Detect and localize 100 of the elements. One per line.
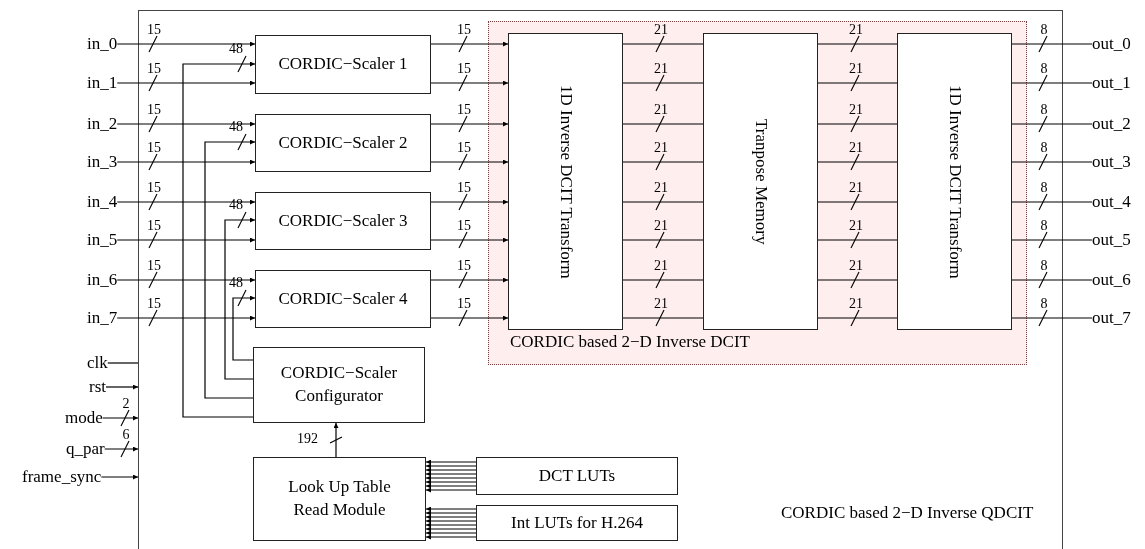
arrow bbox=[430, 237, 509, 243]
bus-width-label: 2 bbox=[122, 397, 130, 411]
signal-label: mode bbox=[65, 408, 103, 428]
bus-width-label: 15 bbox=[457, 103, 471, 117]
arrow bbox=[116, 121, 256, 127]
arrow bbox=[425, 518, 477, 524]
bus-line bbox=[817, 43, 898, 45]
bus-line bbox=[1011, 239, 1093, 241]
arrow bbox=[430, 80, 509, 86]
module-box: CORDIC−Scaler 2 bbox=[255, 114, 431, 172]
arrow bbox=[425, 534, 477, 540]
bus-width-label: 15 bbox=[147, 259, 161, 273]
arrow bbox=[425, 487, 477, 493]
arrow bbox=[224, 217, 256, 380]
arrow bbox=[425, 475, 477, 481]
bus-width-label: 21 bbox=[654, 141, 668, 155]
bus-line bbox=[817, 82, 898, 84]
bus-line bbox=[1011, 201, 1093, 203]
bus-width-label: 15 bbox=[147, 141, 161, 155]
arrow bbox=[430, 121, 509, 127]
signal-label: q_par bbox=[66, 439, 105, 459]
bus-width-label: 8 bbox=[1040, 219, 1048, 233]
bus-line bbox=[622, 317, 704, 319]
bus-line bbox=[1011, 161, 1093, 163]
arrow bbox=[430, 159, 509, 165]
bus-width-label: 8 bbox=[1040, 141, 1048, 155]
output-label: out_3 bbox=[1092, 152, 1131, 172]
arrow bbox=[116, 277, 256, 283]
bus-width-label: 21 bbox=[849, 219, 863, 233]
bus-line bbox=[622, 279, 704, 281]
bus-width-label: 8 bbox=[1040, 62, 1048, 76]
bus-width-label: 15 bbox=[457, 23, 471, 37]
arrow bbox=[116, 315, 256, 321]
bus-line bbox=[622, 43, 704, 45]
input-label: in_0 bbox=[87, 34, 118, 54]
bus-width-label: 21 bbox=[654, 181, 668, 195]
module-box: CORDIC−Scaler 3 bbox=[255, 192, 431, 250]
system-block bbox=[138, 10, 1063, 549]
arrow bbox=[430, 277, 509, 283]
bus-width-label: 15 bbox=[457, 141, 471, 155]
module-box: CORDIC−Scaler Configurator bbox=[253, 347, 425, 423]
bus-line bbox=[622, 239, 704, 241]
module-box: Tranpose Memory bbox=[703, 33, 818, 330]
bus-width-label: 15 bbox=[147, 181, 161, 195]
arrow bbox=[425, 506, 477, 512]
bus-width-label: 21 bbox=[849, 181, 863, 195]
input-label: in_7 bbox=[87, 308, 118, 328]
bus-line bbox=[817, 201, 898, 203]
bus-width-label: 21 bbox=[849, 62, 863, 76]
input-label: in_3 bbox=[87, 152, 118, 172]
bus-width-label: 21 bbox=[849, 297, 863, 311]
module-box: CORDIC−Scaler 4 bbox=[255, 270, 431, 328]
block-title: CORDIC based 2−D Inverse QDCIT bbox=[781, 503, 1034, 523]
bus-width-label: 15 bbox=[457, 62, 471, 76]
bus-width-label: 8 bbox=[1040, 181, 1048, 195]
input-label: in_5 bbox=[87, 230, 118, 250]
bus-width-label: 15 bbox=[147, 219, 161, 233]
arrow bbox=[425, 522, 477, 528]
bus-line bbox=[622, 161, 704, 163]
bus-width-label: 21 bbox=[654, 103, 668, 117]
bus-width-label: 15 bbox=[147, 103, 161, 117]
input-label: in_4 bbox=[87, 192, 118, 212]
arrow bbox=[204, 139, 256, 399]
arrow bbox=[116, 159, 256, 165]
signal-label: frame_sync bbox=[22, 467, 102, 487]
arrow bbox=[425, 479, 477, 485]
bus-width-label: 15 bbox=[457, 219, 471, 233]
arrow bbox=[333, 422, 339, 458]
arrow bbox=[182, 61, 256, 418]
output-label: out_6 bbox=[1092, 270, 1131, 290]
bus-width-label: 21 bbox=[849, 23, 863, 37]
module-box: Int LUTs for H.264 bbox=[476, 505, 678, 541]
arrow bbox=[116, 41, 256, 47]
bus-width-label: 21 bbox=[654, 23, 668, 37]
output-label: out_4 bbox=[1092, 192, 1131, 212]
arrow bbox=[104, 446, 139, 452]
bus-line bbox=[817, 123, 898, 125]
bus-width-label: 21 bbox=[654, 297, 668, 311]
arrow bbox=[116, 237, 256, 243]
bus-width-label: 8 bbox=[1040, 259, 1048, 273]
bus-width-label: 15 bbox=[457, 259, 471, 273]
input-label: in_2 bbox=[87, 114, 118, 134]
bus-line bbox=[622, 123, 704, 125]
bus-line bbox=[1011, 279, 1093, 281]
bus-width-label: 48 bbox=[229, 120, 243, 134]
arrow bbox=[425, 483, 477, 489]
bus-width-label: 192 bbox=[297, 432, 318, 446]
module-box: CORDIC−Scaler 1 bbox=[255, 35, 431, 94]
block-title: CORDIC based 2−D Inverse DCIT bbox=[510, 332, 750, 352]
arrow bbox=[425, 510, 477, 516]
bus-line bbox=[1011, 43, 1093, 45]
bus-width-label: 48 bbox=[229, 42, 243, 56]
bus-width-label: 15 bbox=[147, 297, 161, 311]
bus-width-label: 21 bbox=[849, 103, 863, 117]
bus-line bbox=[817, 317, 898, 319]
arrow bbox=[116, 80, 256, 86]
bus-width-label: 21 bbox=[654, 219, 668, 233]
bus-line bbox=[622, 201, 704, 203]
arrow bbox=[425, 467, 477, 473]
output-label: out_7 bbox=[1092, 308, 1131, 328]
